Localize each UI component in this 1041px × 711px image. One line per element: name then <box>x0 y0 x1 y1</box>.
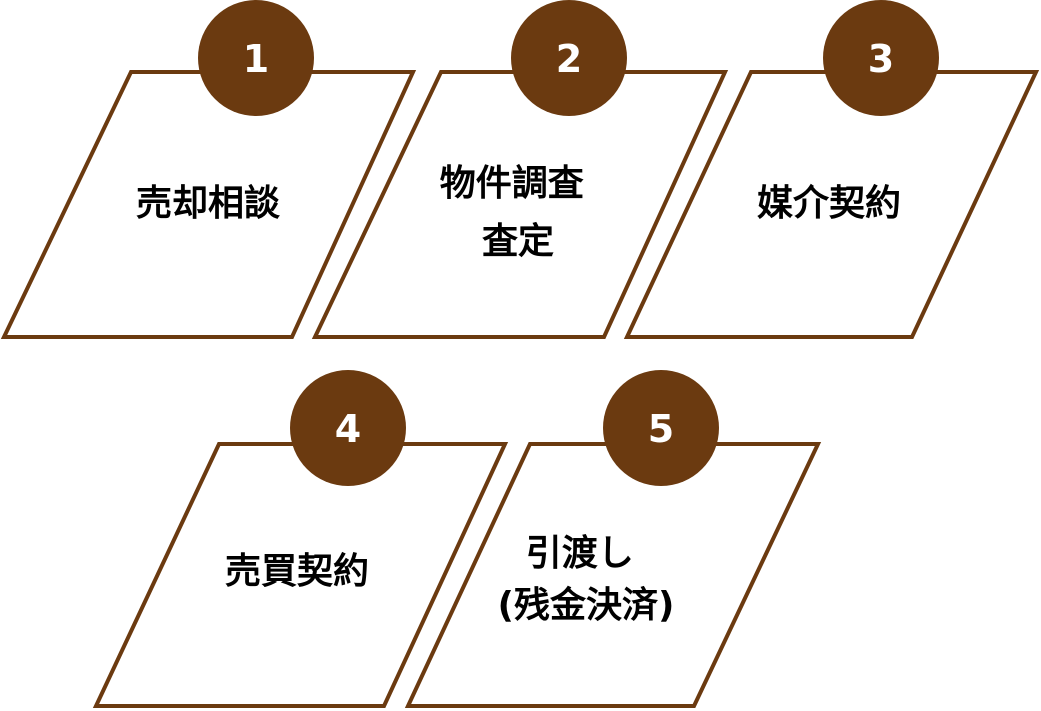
step-3-label: 媒介契約 <box>757 183 901 224</box>
step-2: 2 物件調査 査定 <box>311 0 729 339</box>
step-3-label-line-1: 媒介契約 <box>757 183 901 224</box>
step-4-box <box>92 442 509 708</box>
step-4-number: 4 <box>335 407 361 451</box>
step-5-number: 5 <box>648 407 674 451</box>
step-3-badge <box>823 0 939 116</box>
step-5-label-line-1: 引渡し <box>526 533 634 574</box>
step-4-label-line-1: 売買契約 <box>225 551 369 592</box>
step-2-number: 2 <box>556 37 582 81</box>
step-5-label: 引渡し (残金決済) <box>498 533 675 626</box>
step-4-label: 売買契約 <box>225 551 369 592</box>
step-1-label-line-1: 売却相談 <box>136 183 280 224</box>
step-2-label: 物件調査 査定 <box>440 163 597 262</box>
step-5: 5 引渡し (残金決済) <box>404 370 822 708</box>
step-2-badge <box>511 0 627 116</box>
step-5-label-line-2: (残金決済) <box>498 584 675 626</box>
step-3: 3 媒介契約 <box>623 0 1040 339</box>
step-3-number: 3 <box>868 37 894 81</box>
step-4-badge <box>290 370 406 486</box>
step-2-label-line-1: 物件調査 <box>440 163 584 204</box>
step-5-box <box>404 442 822 708</box>
step-1-box <box>0 70 417 339</box>
step-2-box <box>311 70 729 339</box>
step-4: 4 売買契約 <box>92 370 509 708</box>
step-1: 1 売却相談 <box>0 0 417 339</box>
step-1-label: 売却相談 <box>136 183 280 224</box>
step-3-box <box>623 70 1040 339</box>
step-1-badge <box>198 0 314 116</box>
step-2-label-line-2: 査定 <box>482 221 554 262</box>
step-5-badge <box>603 370 719 486</box>
step-1-number: 1 <box>243 37 269 81</box>
